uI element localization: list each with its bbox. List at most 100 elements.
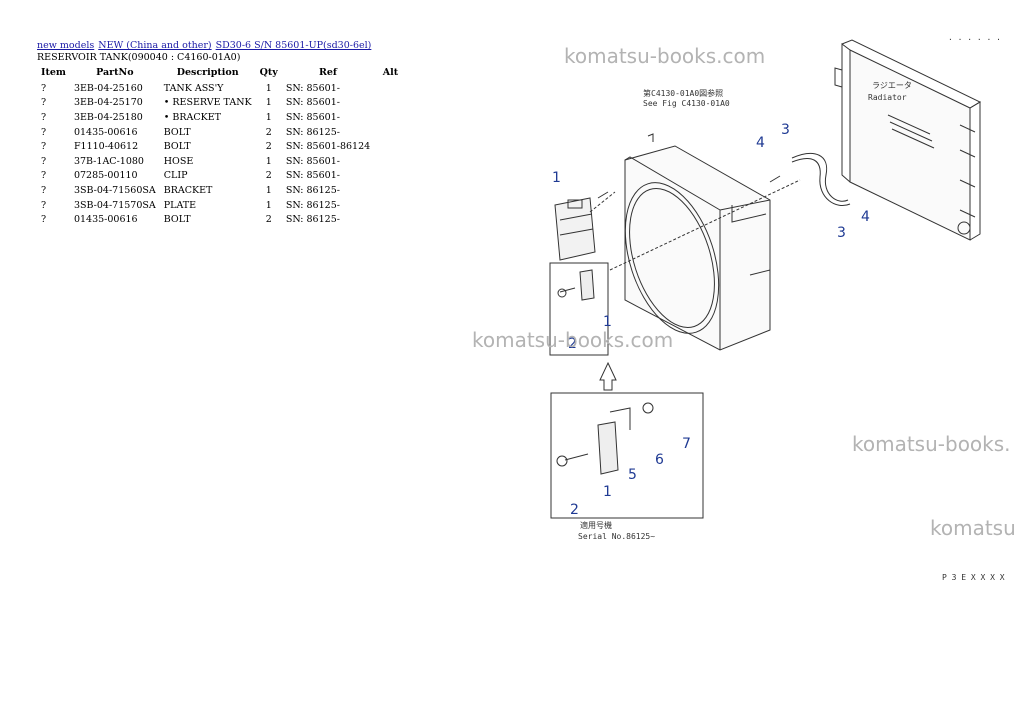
table-cell-alt	[374, 110, 402, 125]
callout-1-tank: 1	[552, 170, 561, 186]
callout-3-hose-bottom: 3	[837, 225, 846, 241]
callout-6-plate: 6	[655, 452, 664, 468]
table-cell-description: TANK ASS'Y	[163, 82, 224, 94]
table-cell-item: ?	[41, 97, 47, 109]
table-cell-alt	[374, 169, 402, 184]
detail-box-lower	[550, 392, 704, 519]
ref-note-jp: 第C4130-01A0図参照	[643, 88, 723, 98]
table-cell-description: • RESERVE TANK	[163, 97, 252, 109]
table-cell-partno: 01435-00616	[73, 126, 138, 138]
table-cell-alt	[374, 139, 402, 154]
callout-4-clip-top: 4	[756, 135, 765, 151]
hose-drawing	[791, 153, 851, 206]
table-cell-qty: 2	[265, 214, 272, 226]
table-cell-partno: F1110-40612	[73, 141, 139, 153]
table-row: ? 3SB-04-71570SA PLATE 1 SN: 86125-	[37, 198, 402, 213]
footer-code: P 3 E X X X X	[942, 573, 1005, 582]
ref-note-en: See Fig C4130-01A0	[643, 99, 730, 108]
callout-3-hose-top: 3	[781, 122, 790, 138]
table-cell-partno: 3EB-04-25160	[73, 82, 143, 94]
table-cell-qty: 2	[265, 141, 272, 153]
table-cell-partno: 3SB-04-71570SA	[73, 199, 156, 211]
watermark-4: komatsu	[930, 516, 1016, 540]
breadcrumb-link-model[interactable]: SD30-6 S/N 85601-UP(sd30-6el)	[215, 40, 372, 51]
callout-4-clip-bottom: 4	[861, 209, 870, 225]
table-cell-item: ?	[41, 126, 47, 138]
table-cell-alt	[374, 198, 402, 213]
table-cell-alt	[374, 154, 402, 169]
breadcrumb-link-new-models[interactable]: new models	[37, 40, 95, 51]
table-cell-ref: SN: 86125-	[285, 126, 340, 138]
header-item: Item	[41, 67, 66, 78]
table-cell-partno: 3SB-04-71560SA	[73, 184, 156, 196]
table-cell-ref: SN: 86125-	[285, 199, 340, 211]
table-cell-qty: 1	[265, 199, 272, 211]
table-cell-qty: 1	[265, 184, 272, 196]
table-cell-description: BOLT	[163, 126, 191, 138]
table-row: ? F1110-40612 BOLT 2 SN: 85601-86124	[37, 139, 402, 154]
table-cell-item: ?	[41, 155, 47, 167]
table-cell-description: PLATE	[163, 199, 197, 211]
header-description: Description	[176, 67, 239, 78]
radiator-label-jp: ラジエータ	[872, 81, 912, 90]
table-cell-ref: SN: 85601-	[285, 170, 340, 182]
radiator-drawing	[834, 39, 982, 241]
table-cell-partno: 07285-00110	[73, 170, 138, 182]
watermark-1: komatsu-books.com	[564, 44, 766, 68]
table-cell-item: ?	[41, 141, 47, 153]
table-cell-description: • BRACKET	[163, 111, 222, 123]
breadcrumb-link-new-china[interactable]: NEW (China and other)	[98, 40, 212, 51]
table-cell-alt	[374, 96, 402, 111]
radiator-label-en: Radiator	[868, 93, 907, 102]
callout-1-bracket-lower: 1	[603, 484, 612, 500]
table-cell-item: ?	[41, 184, 47, 196]
table-cell-item: ?	[41, 111, 47, 123]
table-cell-ref: SN: 85601-	[285, 155, 340, 167]
table-cell-qty: 1	[265, 97, 272, 109]
header-ref: Ref	[318, 67, 337, 78]
table-row: ? 01435-00616 BOLT 2 SN: 86125-	[37, 125, 402, 140]
page-title: RESERVOIR TANK(090040 : C4160-01A0)	[37, 52, 241, 63]
table-cell-ref: SN: 85601-86124	[285, 141, 371, 153]
callout-1-bracket-upper: 1	[603, 314, 612, 330]
table-cell-item: ?	[41, 82, 47, 94]
callout-2-bolt-upper: 2	[568, 336, 577, 352]
table-cell-description: BOLT	[163, 141, 191, 153]
table-cell-alt	[374, 212, 402, 227]
table-cell-alt	[374, 81, 402, 96]
table-cell-item: ?	[41, 214, 47, 226]
table-header-row: Item PartNo Description Qty Ref Alt	[37, 66, 402, 81]
table-cell-description: HOSE	[163, 155, 194, 167]
detail-box-upper	[549, 262, 609, 356]
watermark-2: komatsu-books.com	[472, 328, 674, 352]
header-partno: PartNo	[96, 67, 134, 78]
watermark-3: komatsu-books.	[852, 432, 1011, 456]
table-cell-ref: SN: 86125-	[285, 184, 340, 196]
table-cell-partno: 3EB-04-25180	[73, 111, 143, 123]
table-row: ? 07285-00110 CLIP 2 SN: 85601-	[37, 169, 402, 184]
table-cell-ref: SN: 85601-	[285, 82, 340, 94]
table-cell-qty: 1	[265, 155, 272, 167]
table-cell-item: ?	[41, 170, 47, 182]
table-cell-ref: SN: 86125-	[285, 214, 340, 226]
reservoir-tank-drawing	[554, 197, 596, 261]
table-cell-description: CLIP	[163, 170, 188, 182]
fan-shroud-drawing	[624, 133, 771, 351]
header-qty: Qty	[259, 67, 278, 78]
corner-code: . . . . . .	[948, 33, 1001, 42]
exploded-parts-diagram: 1 1 1 2 2 3 3 4 4 5 6 7 第C4130-01A0図参照 S…	[549, 33, 1005, 582]
callout-5-bracket: 5	[628, 467, 637, 483]
table-cell-alt	[374, 125, 402, 140]
table-cell-qty: 2	[265, 170, 272, 182]
table-cell-partno: 01435-00616	[73, 214, 138, 226]
table-cell-item: ?	[41, 199, 47, 211]
table-cell-alt	[374, 183, 402, 198]
table-cell-qty: 2	[265, 126, 272, 138]
